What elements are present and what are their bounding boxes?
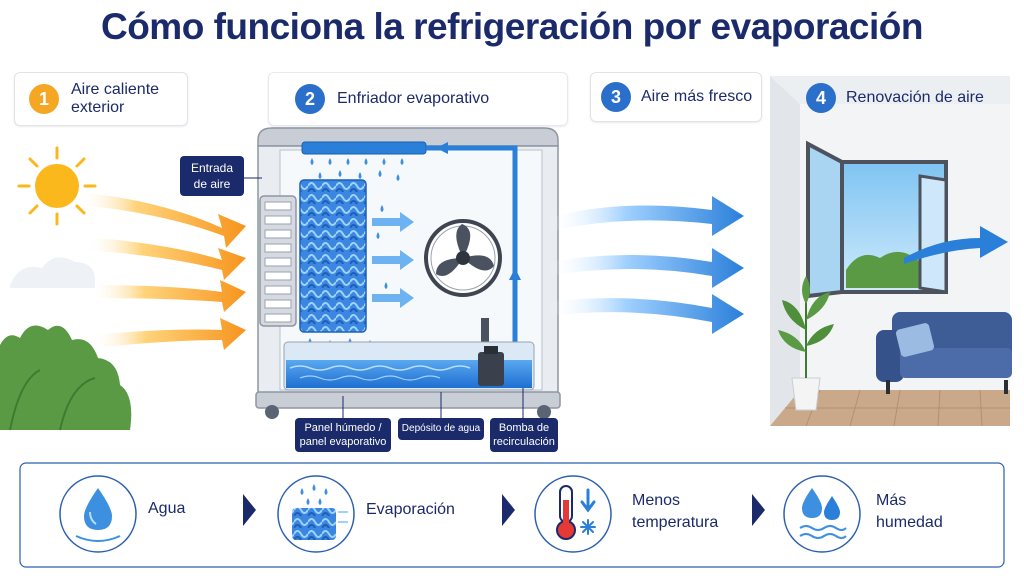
- evaporation-icon: [277, 475, 355, 553]
- water-tank-label: Depósito de agua: [401, 423, 481, 434]
- step-1-box: 1 Aire caliente exterior: [14, 72, 188, 126]
- step-1-label-line1: Aire caliente: [71, 81, 160, 98]
- hot-air-arrows: [78, 192, 246, 350]
- legend-temperature-line1: Menos: [632, 492, 681, 509]
- pump-line1: Bomba de: [498, 422, 550, 434]
- room-scene: [770, 76, 1012, 427]
- water-drop-icon: [59, 475, 137, 553]
- legend-panel: [19, 462, 1005, 568]
- water-tank-tag: Depósito de agua: [398, 418, 484, 440]
- page-title: Cómo funciona la refrigeración por evapo…: [100, 6, 924, 47]
- legend-item-evaporation: Evaporación: [366, 499, 455, 521]
- legend-chevron-icon: [752, 494, 765, 526]
- sofa: [876, 312, 1012, 394]
- cloud-shape: [10, 257, 95, 288]
- step-1-number: 1: [29, 84, 59, 114]
- humidity-icon: [783, 475, 861, 553]
- bush-shape: [0, 325, 132, 430]
- wet-pad-line2: panel evaporativo: [299, 436, 387, 448]
- step-4-label: Renovación de aire: [846, 89, 984, 106]
- legend-water-label: Agua: [148, 500, 186, 517]
- air-intake-line1: Entrada: [190, 161, 234, 175]
- pump-line2: recirculación: [493, 436, 555, 448]
- step-1-label: Aire caliente exterior: [71, 81, 159, 117]
- evaporative-cooler: [255, 127, 561, 419]
- thermometer-icon: [534, 475, 612, 553]
- wet-pad-line1: Panel húmedo /: [304, 422, 382, 434]
- plant: [778, 276, 834, 411]
- legend-chevron-icon: [243, 494, 256, 526]
- wet-pad: [299, 179, 367, 333]
- pump-tag: Bomba de recirculación: [490, 418, 558, 452]
- step-4-box: 4 Renovación de aire: [800, 76, 1000, 120]
- fresh-air-arrow: [904, 226, 1008, 264]
- legend-humidity-line2: humedad: [876, 514, 943, 531]
- cool-air-arrows: [548, 196, 744, 334]
- outdoor-scene: [0, 146, 246, 431]
- step-4-number: 4: [806, 83, 836, 113]
- step-3-number: 3: [601, 82, 631, 112]
- internal-air-arrows: [372, 212, 414, 308]
- legend-item-water: Agua: [148, 498, 185, 520]
- step-2-label: Enfriador evaporativo: [337, 90, 490, 107]
- air-intake-line2: de aire: [193, 177, 231, 191]
- step-3-box: 3 Aire más fresco: [590, 72, 762, 122]
- step-3-label: Aire más fresco: [641, 88, 753, 105]
- legend-evaporation-label: Evaporación: [366, 501, 455, 518]
- wet-pad-tag: Panel húmedo / panel evaporativo: [295, 418, 391, 452]
- air-intake-tag: Entrada de aire: [180, 156, 244, 196]
- pump: [478, 352, 504, 386]
- step-1-label-line2: exterior: [71, 99, 125, 116]
- step-2-number: 2: [295, 84, 325, 114]
- legend-chevron-icon: [502, 494, 515, 526]
- legend-item-temperature: Menos temperatura: [632, 490, 718, 534]
- air-intake-grille: [259, 195, 297, 327]
- sun-icon: [17, 146, 97, 226]
- legend-temperature-line2: temperatura: [632, 514, 719, 531]
- step-2-box: 2 Enfriador evaporativo: [268, 72, 568, 126]
- legend-item-humidity: Más humedad: [876, 490, 943, 534]
- fan-icon: [424, 219, 502, 358]
- legend-humidity-line1: Más: [876, 492, 907, 509]
